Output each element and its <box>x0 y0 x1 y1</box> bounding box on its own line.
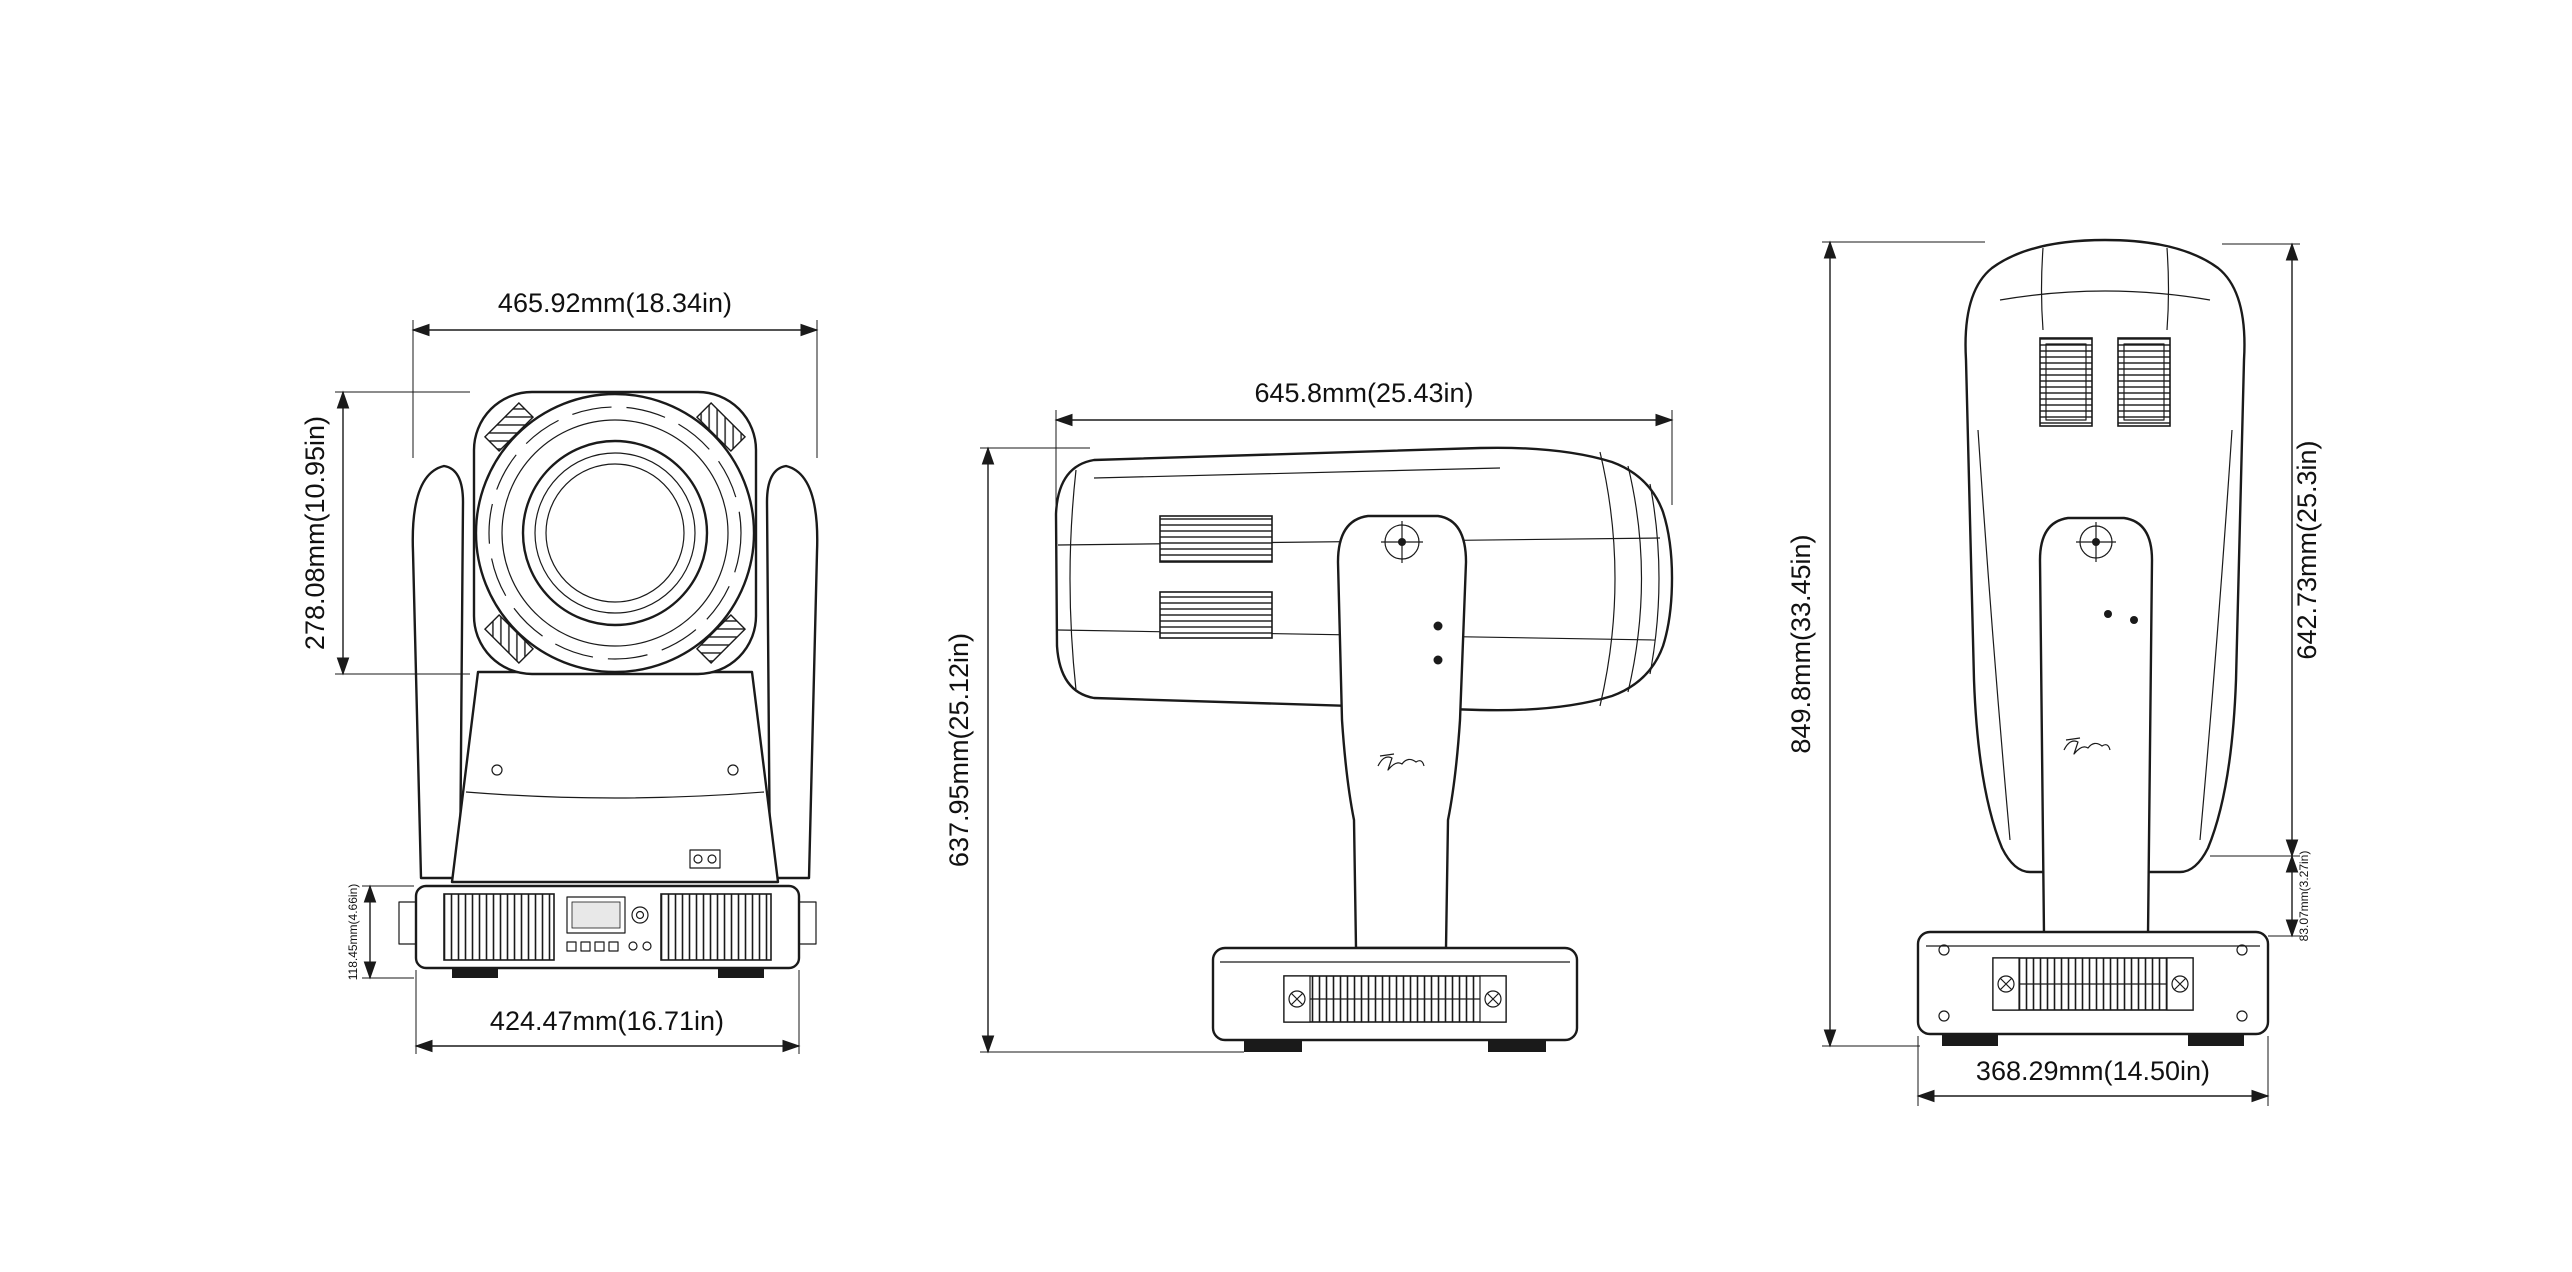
front-foot-right <box>718 968 764 978</box>
rear-view: 849.8mm(33.45in) 642.73mm(25.3in) 83.07m… <box>1786 238 2322 1106</box>
brand-logo <box>2063 737 2111 755</box>
front-view: 465.92mm(18.34in) 278.08mm(10.95in) 118.… <box>300 288 819 1054</box>
front-base-height-label: 118.45mm(4.66in) <box>346 884 360 981</box>
rear-head-vent-right <box>2117 337 2171 427</box>
front-lock-knob <box>689 849 721 869</box>
rear-dimensions: 849.8mm(33.45in) 642.73mm(25.3in) 83.07m… <box>1786 240 2322 1106</box>
front-base-handle-right <box>798 901 817 945</box>
side-dimensions: 645.8mm(25.43in) 637.95mm(25.12in) <box>944 378 1674 1054</box>
side-head-vent-top <box>1159 515 1273 563</box>
front-base-vent-left <box>443 893 555 961</box>
rear-connector-screw-left <box>1997 975 2015 993</box>
rear-bottom-width-label: 368.29mm(14.50in) <box>1976 1056 2210 1086</box>
front-base-vent-right <box>660 893 772 961</box>
rear-fixture <box>1916 238 2270 1046</box>
front-foot-left <box>452 968 498 978</box>
front-bottom-width-label: 424.47mm(16.71in) <box>490 1006 724 1036</box>
rear-tilt-pivot <box>2076 522 2116 562</box>
rear-base-step-label: 83.07mm(3.27in) <box>2297 851 2311 942</box>
side-foot-left <box>1244 1040 1302 1052</box>
brand-logo <box>1377 753 1425 771</box>
side-foot-right <box>1488 1040 1546 1052</box>
front-control-panel <box>566 896 652 952</box>
rear-foot-left <box>1942 1034 1998 1046</box>
side-head-vent-bottom <box>1159 591 1273 639</box>
front-yoke-arm-right <box>765 464 819 880</box>
side-yoke-arm <box>1336 514 1468 950</box>
side-connector-screw-left <box>1288 990 1306 1008</box>
rear-head-vent-left <box>2039 337 2093 427</box>
front-dimensions: 465.92mm(18.34in) 278.08mm(10.95in) 118.… <box>300 288 819 1054</box>
side-height-label: 637.95mm(25.12in) <box>944 633 974 867</box>
rear-overall-height-label: 849.8mm(33.45in) <box>1786 534 1816 753</box>
front-lens <box>521 439 709 627</box>
front-body <box>450 670 780 884</box>
front-head-height-label: 278.08mm(10.95in) <box>300 416 330 650</box>
rear-foot-right <box>2188 1034 2244 1046</box>
side-connector-screw-right <box>1484 990 1502 1008</box>
rear-yoke-arm <box>2038 516 2154 937</box>
rear-head-height-label: 642.73mm(25.3in) <box>2292 440 2322 659</box>
side-tilt-pivot <box>1381 521 1423 563</box>
front-base-handle-left <box>398 901 417 945</box>
side-top-width-label: 645.8mm(25.43in) <box>1254 378 1473 408</box>
side-fixture <box>1054 446 1674 1052</box>
rear-connector-screw-right <box>2171 975 2189 993</box>
front-yoke-arm-left <box>411 464 465 880</box>
front-fixture <box>398 390 819 978</box>
front-top-width-label: 465.92mm(18.34in) <box>498 288 732 318</box>
side-view: 645.8mm(25.43in) 637.95mm(25.12in) <box>944 378 1674 1054</box>
